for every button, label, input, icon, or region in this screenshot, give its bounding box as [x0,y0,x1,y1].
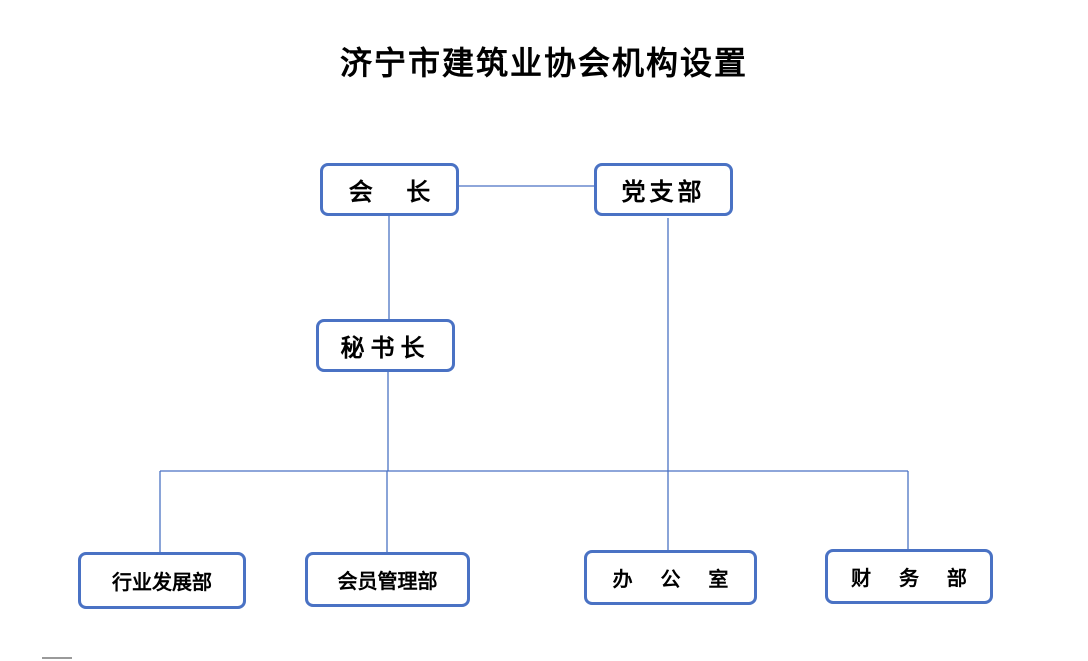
node-member-management: 会员管理部 [305,552,470,607]
node-finance: 财 务 部 [825,549,993,604]
node-industry-development: 行业发展部 [78,552,246,609]
node-party-branch-label: 党支部 [621,178,706,206]
node-president-label: 会 长 [348,178,431,206]
node-office: 办 公 室 [584,550,757,605]
node-member-management-label: 会员管理部 [337,569,438,593]
node-secretary-general: 秘书长 [316,319,455,372]
node-party-branch: 党支部 [594,163,733,216]
node-finance-label: 财 务 部 [851,566,967,590]
node-secretary-general-label: 秘书长 [340,334,431,362]
chart-title: 济宁市建筑业协会机构设置 [339,44,748,82]
node-industry-development-label: 行业发展部 [112,570,212,594]
page-edge-mark [42,657,72,659]
node-office-label: 办 公 室 [612,567,729,591]
node-president: 会 长 [320,163,459,216]
